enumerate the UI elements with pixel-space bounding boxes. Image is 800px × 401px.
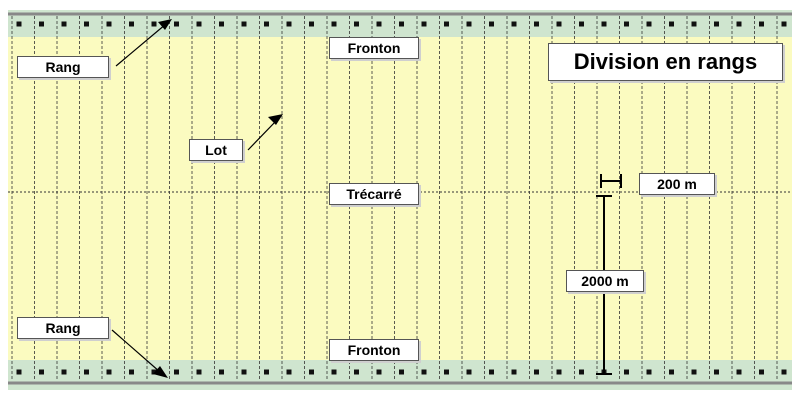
house-marker (16, 21, 22, 27)
house-marker (264, 369, 269, 375)
house-marker (354, 369, 359, 375)
house-marker (511, 21, 517, 27)
house-marker (624, 369, 629, 375)
house-marker (624, 21, 629, 27)
house-marker (84, 21, 89, 27)
rang-bottom-label: Rang (17, 317, 109, 339)
house-marker (421, 369, 427, 375)
house-marker (579, 21, 584, 27)
house-marker (84, 369, 89, 375)
house-marker (444, 21, 449, 27)
house-marker (174, 369, 179, 375)
house-marker (646, 21, 652, 27)
house-marker (219, 369, 224, 375)
house-marker (714, 21, 719, 27)
house-marker (421, 21, 427, 27)
house-marker (241, 369, 247, 375)
house-marker (196, 21, 202, 27)
house-marker (466, 369, 472, 375)
house-marker (466, 21, 472, 27)
house-marker (331, 369, 337, 375)
rang-bottom-arrow (111, 329, 168, 378)
house-marker (376, 369, 382, 375)
house-marker (714, 369, 719, 375)
house-marker (579, 369, 584, 375)
house-marker (309, 369, 314, 375)
house-marker (556, 369, 562, 375)
house-marker (219, 21, 224, 27)
house-marker (444, 369, 449, 375)
lot-depth-label: 2000 m (566, 270, 644, 292)
fronton-bottom-label: Fronton (329, 339, 419, 361)
houses-row-top (16, 21, 787, 27)
house-marker (196, 369, 202, 375)
trecarre-label: Trécarré (329, 183, 419, 205)
house-marker (286, 369, 292, 375)
lot-arrow (247, 114, 283, 151)
house-marker (241, 21, 247, 27)
diagram-title: Division en rangs (548, 43, 783, 81)
house-marker (759, 369, 764, 375)
house-marker (129, 369, 134, 375)
house-marker (151, 369, 157, 375)
house-marker (736, 21, 742, 27)
house-marker (39, 369, 44, 375)
house-marker (646, 369, 652, 375)
house-marker (534, 21, 539, 27)
house-marker (601, 21, 607, 27)
house-marker (39, 21, 44, 27)
house-marker (399, 21, 404, 27)
house-marker (489, 21, 494, 27)
house-marker (691, 369, 697, 375)
rang-top-arrow (115, 19, 172, 67)
house-marker (759, 21, 764, 27)
house-marker (534, 369, 539, 375)
rang-top-label: Rang (17, 56, 109, 78)
house-marker (669, 21, 674, 27)
house-marker (286, 21, 292, 27)
house-marker (489, 369, 494, 375)
house-marker (669, 369, 674, 375)
house-marker (16, 369, 22, 375)
house-marker (61, 21, 67, 27)
house-marker (781, 21, 787, 27)
lot-width-label: 200 m (639, 173, 715, 195)
house-marker (129, 21, 134, 27)
house-marker (556, 21, 562, 27)
house-marker (174, 21, 179, 27)
lot-width-marker (600, 174, 622, 188)
house-marker (376, 21, 382, 27)
house-marker (151, 21, 157, 27)
house-marker (331, 21, 337, 27)
houses-row-bottom (16, 369, 787, 375)
house-marker (399, 369, 404, 375)
house-marker (511, 369, 517, 375)
house-marker (736, 369, 742, 375)
fronton-top-label: Fronton (329, 37, 419, 59)
house-marker (264, 21, 269, 27)
road-strip-bottom (8, 360, 792, 390)
house-marker (106, 369, 112, 375)
house-marker (781, 369, 787, 375)
house-marker (106, 21, 112, 27)
house-marker (691, 21, 697, 27)
house-marker (309, 21, 314, 27)
house-marker (61, 369, 67, 375)
house-marker (354, 21, 359, 27)
lot-label: Lot (189, 139, 243, 161)
